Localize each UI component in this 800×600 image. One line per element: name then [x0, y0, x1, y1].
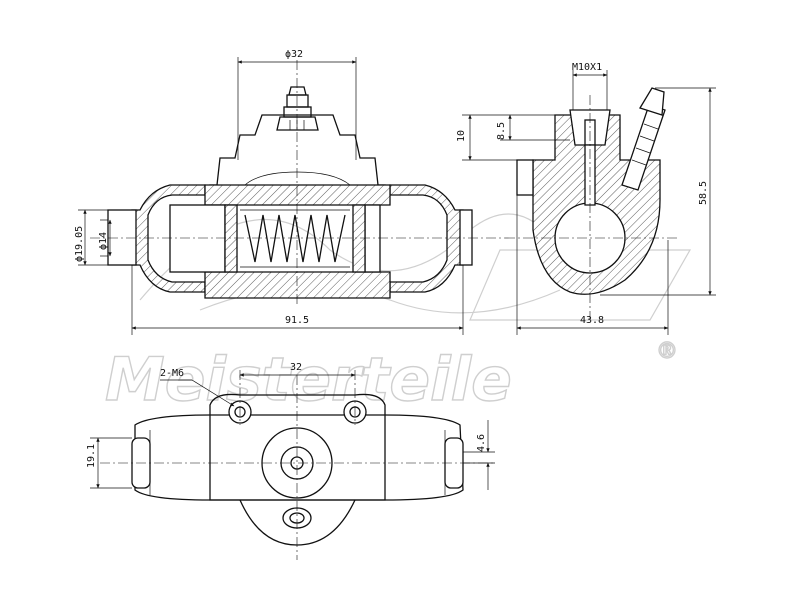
dim-width-43-8: 43.8 — [516, 195, 669, 335]
dim-overall-length: 91.5 — [131, 265, 464, 335]
bottom-plan-view: 32 2-M6 19.1 4.6 — [86, 362, 495, 560]
dim-mount-spacing-label: 32 — [290, 362, 302, 373]
right-seal — [352, 204, 366, 273]
right-dust-boot — [389, 184, 473, 293]
dim-bore-top-label: ϕ32 — [285, 49, 303, 60]
dim-body-dia: 19.1 — [86, 437, 132, 489]
dim-thread: M10X1 — [572, 62, 608, 110]
dim-thread-label: M10X1 — [572, 62, 602, 73]
right-piston — [364, 204, 381, 273]
left-seal — [224, 204, 238, 273]
dim-height-10-label: 10 — [456, 130, 467, 142]
dim-outer-dia-label: ϕ19.05 — [74, 226, 85, 262]
left-piston — [169, 204, 226, 273]
spring — [240, 209, 350, 268]
dim-mount-holes: 2-M6 — [160, 368, 235, 407]
dim-overall-length-label: 91.5 — [285, 315, 309, 326]
dim-mount-holes-label: 2-M6 — [160, 368, 184, 379]
bleeder-screw — [276, 86, 319, 131]
dim-height-8-5-label: 8.5 — [496, 122, 507, 140]
dim-mount-spacing: 32 — [239, 362, 356, 377]
dim-width-43-8-label: 43.8 — [580, 315, 604, 326]
dim-height-58-5: 58.5 — [600, 87, 716, 296]
side-section-view: M10X1 10 8.5 58.5 43.8 — [456, 62, 716, 335]
dim-offset-label: 4.6 — [476, 434, 487, 452]
left-dust-boot — [107, 184, 206, 293]
watermark-registered-mark: ® — [656, 339, 678, 364]
side-bleeder-screw — [621, 87, 666, 191]
dim-body-dia-label: 19.1 — [86, 444, 97, 468]
dim-inner-dia: ϕ14 — [98, 219, 112, 257]
dim-offset: 4.6 — [463, 420, 495, 490]
dim-outer-dia: ϕ19.05 — [74, 209, 132, 266]
dim-inner-dia-label: ϕ14 — [98, 232, 109, 250]
dim-height-8-5: 8.5 — [496, 114, 570, 141]
dim-bore-top: ϕ32 — [237, 49, 357, 160]
dim-height-58-5-label: 58.5 — [698, 181, 709, 205]
top-section-view: ϕ32 ϕ19.05 ϕ14 91.5 — [74, 49, 505, 335]
